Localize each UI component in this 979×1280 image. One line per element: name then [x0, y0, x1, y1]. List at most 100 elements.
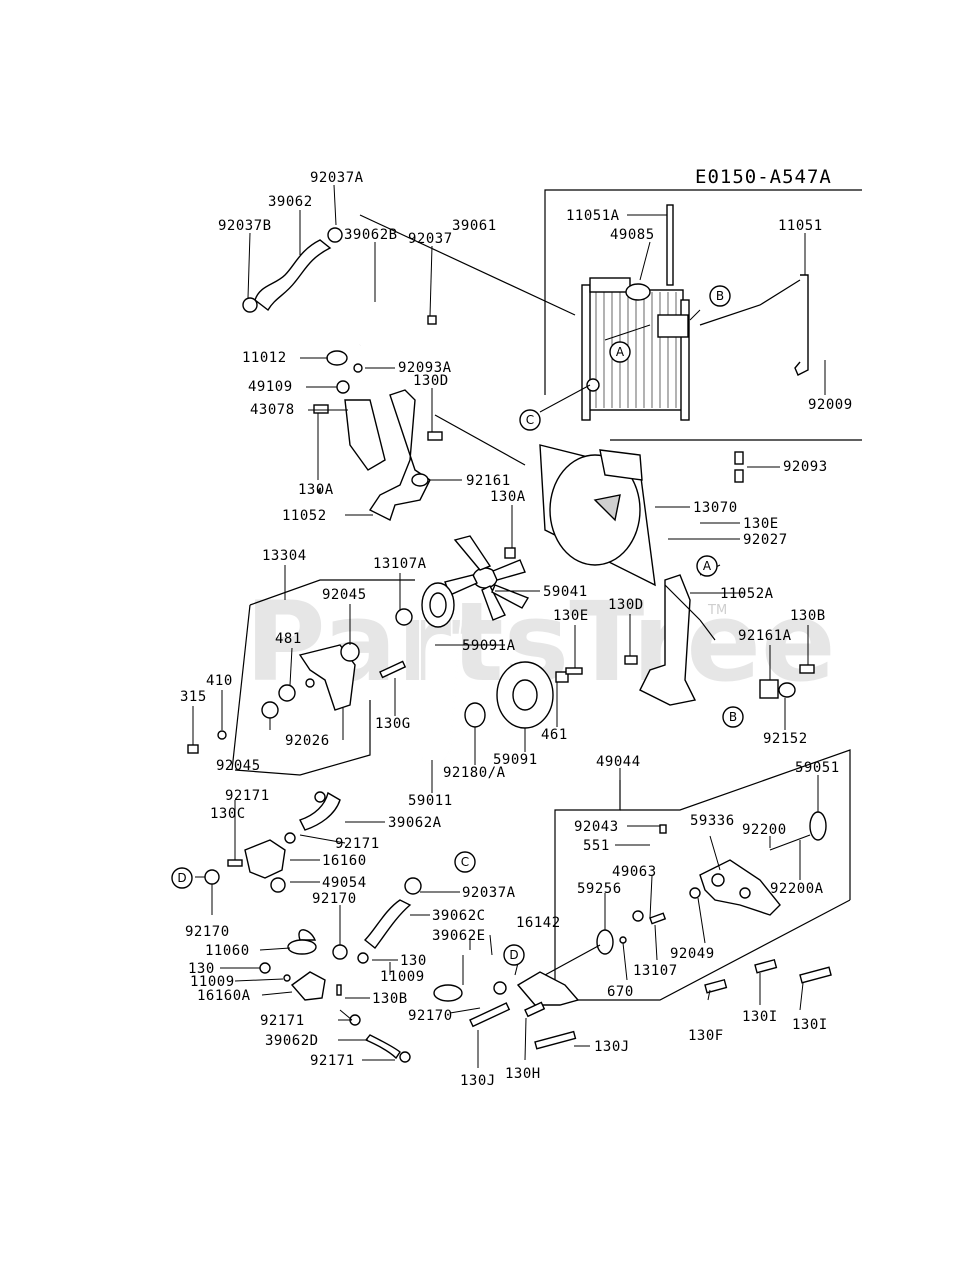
- part-label: 130A: [490, 489, 526, 505]
- part-label: 39062A: [388, 815, 442, 831]
- svg-text:C: C: [526, 413, 534, 427]
- part-label: 13107A: [373, 556, 427, 572]
- impeller-59256: [596, 929, 627, 955]
- small-fittings: [326, 350, 363, 394]
- part-label: 92026: [285, 733, 330, 749]
- part-label: 92045: [216, 758, 261, 774]
- part-label: 39062C: [432, 908, 486, 924]
- part-label: 39062: [268, 194, 313, 210]
- part-label: 92171: [335, 836, 380, 852]
- part-label: 92180/A: [443, 765, 506, 781]
- part-label: 39061: [452, 218, 497, 234]
- callout-A-right: A: [696, 555, 718, 577]
- part-label: 92027: [743, 532, 788, 548]
- part-label: 92200: [742, 822, 787, 838]
- part-label: 92161: [466, 473, 511, 489]
- part-label: 59011: [408, 793, 453, 809]
- part-labels: 92037A 39062 39061 92037B 39062B 92037 1…: [180, 170, 852, 1089]
- part-label: 16160A: [197, 988, 251, 1004]
- part-label: 16142: [516, 915, 561, 931]
- part-label: 481: [275, 631, 302, 647]
- part-label: 130I: [742, 1009, 778, 1025]
- part-label: 130E: [553, 608, 589, 624]
- part-label: 92152: [763, 731, 808, 747]
- housing-16160A: [259, 962, 411, 1063]
- part-label: 92037A: [462, 885, 516, 901]
- callout-B-top: B: [709, 285, 731, 307]
- part-label: 92170: [408, 1008, 453, 1024]
- part-label: 59051: [795, 760, 840, 776]
- part-label: 49054: [322, 875, 367, 891]
- part-label: 49044: [596, 754, 641, 770]
- svg-text:A: A: [616, 345, 625, 359]
- bracket-11051: [794, 274, 809, 376]
- part-label: 670: [607, 984, 634, 1000]
- part-label: 11052: [282, 508, 327, 524]
- part-label: 59091A: [462, 638, 516, 654]
- part-label: 130C: [210, 806, 246, 822]
- part-label: 11009: [380, 969, 425, 985]
- part-label: 39062B: [344, 227, 398, 243]
- svg-text:D: D: [177, 871, 186, 885]
- part-label: 130B: [790, 608, 826, 624]
- fan-shroud: [539, 444, 656, 587]
- radiator: [581, 277, 690, 421]
- bolt-130E-lower: [555, 667, 583, 683]
- bracket-92093: [734, 451, 744, 483]
- part-label: 130: [400, 953, 427, 969]
- part-label: 130G: [375, 716, 411, 732]
- water-pump-body: [632, 811, 827, 922]
- part-label: 92171: [310, 1053, 355, 1069]
- tensioner-arm: [187, 608, 413, 754]
- part-label: 92045: [322, 587, 367, 603]
- leader-lines: [192, 184, 826, 1068]
- part-label: 49109: [248, 379, 293, 395]
- part-label: 461: [541, 727, 568, 743]
- part-label: 315: [180, 689, 207, 705]
- part-label: 92170: [312, 891, 357, 907]
- part-label: 130F: [688, 1028, 724, 1044]
- part-label: 92043: [574, 819, 619, 835]
- svg-text:A: A: [703, 559, 712, 573]
- part-label: 92171: [260, 1013, 305, 1029]
- rubber-mount: [759, 664, 815, 699]
- part-label: 92037A: [310, 170, 364, 186]
- part-label: 49063: [612, 864, 657, 880]
- svg-text:B: B: [716, 289, 724, 303]
- part-label: 49085: [610, 227, 655, 243]
- part-label: 92037B: [218, 218, 272, 234]
- part-label: 130D: [608, 597, 644, 613]
- callout-D-lower: D: [503, 944, 525, 966]
- part-label: 92200A: [770, 881, 824, 897]
- part-label: 92093: [783, 459, 828, 475]
- part-label: 39062E: [432, 928, 486, 944]
- part-label: 130B: [372, 991, 408, 1007]
- callout-C-lower: C: [454, 851, 476, 873]
- part-label: 59091: [493, 752, 538, 768]
- tensioner-frame-lines: [231, 579, 415, 776]
- part-label: 130I: [792, 1017, 828, 1033]
- callout-D-left: D: [171, 867, 193, 889]
- cooling-fan: [444, 535, 530, 621]
- part-label: 551: [583, 838, 610, 854]
- radiator-frame-lines: [359, 189, 862, 441]
- part-label: 11051: [778, 218, 823, 234]
- part-label: 13107: [633, 963, 678, 979]
- part-label: 11012: [242, 350, 287, 366]
- bracket-assembly: [313, 389, 443, 521]
- part-label: 92037: [408, 231, 453, 247]
- part-label: 130D: [413, 373, 449, 389]
- part-label: 130A: [298, 482, 334, 498]
- clip-92037: [427, 315, 437, 325]
- part-label: 11051A: [566, 208, 620, 224]
- part-label: 92170: [185, 924, 230, 940]
- svg-text:B: B: [729, 710, 737, 724]
- part-label: 11060: [205, 943, 250, 959]
- bracket-11051A: [666, 204, 674, 286]
- part-label: 410: [206, 673, 233, 689]
- svg-text:C: C: [461, 855, 469, 869]
- part-label: 43078: [250, 402, 295, 418]
- part-label: 92049: [670, 946, 715, 962]
- callout-B-right: B: [722, 706, 744, 728]
- part-label: 13070: [693, 500, 738, 516]
